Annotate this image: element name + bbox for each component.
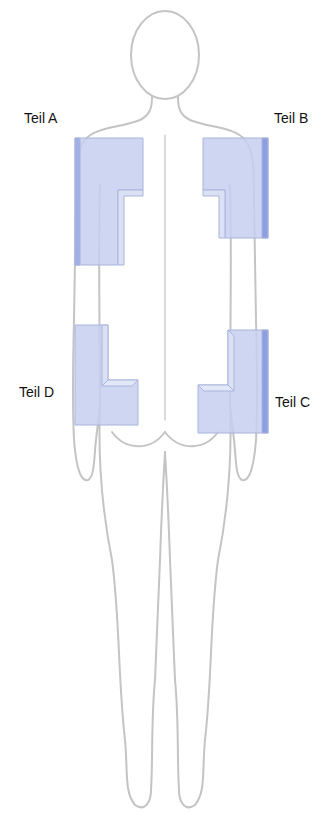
part-label: Teil A xyxy=(24,110,57,126)
block-bevel xyxy=(102,325,108,386)
block-edge xyxy=(262,330,268,433)
part-block xyxy=(75,325,138,425)
part-label: Teil C xyxy=(275,394,310,410)
block-edge xyxy=(75,138,80,265)
block-edge xyxy=(262,138,268,238)
part-block xyxy=(198,330,268,433)
block-bevel xyxy=(102,380,138,386)
part-block xyxy=(75,138,143,265)
part-block xyxy=(203,138,268,238)
block-bevel xyxy=(118,190,143,265)
part-label: Teil D xyxy=(19,384,54,400)
block-bevel xyxy=(228,330,234,391)
part-blocks xyxy=(75,138,268,433)
block-bevel xyxy=(203,190,225,238)
part-label: Teil B xyxy=(274,110,308,126)
